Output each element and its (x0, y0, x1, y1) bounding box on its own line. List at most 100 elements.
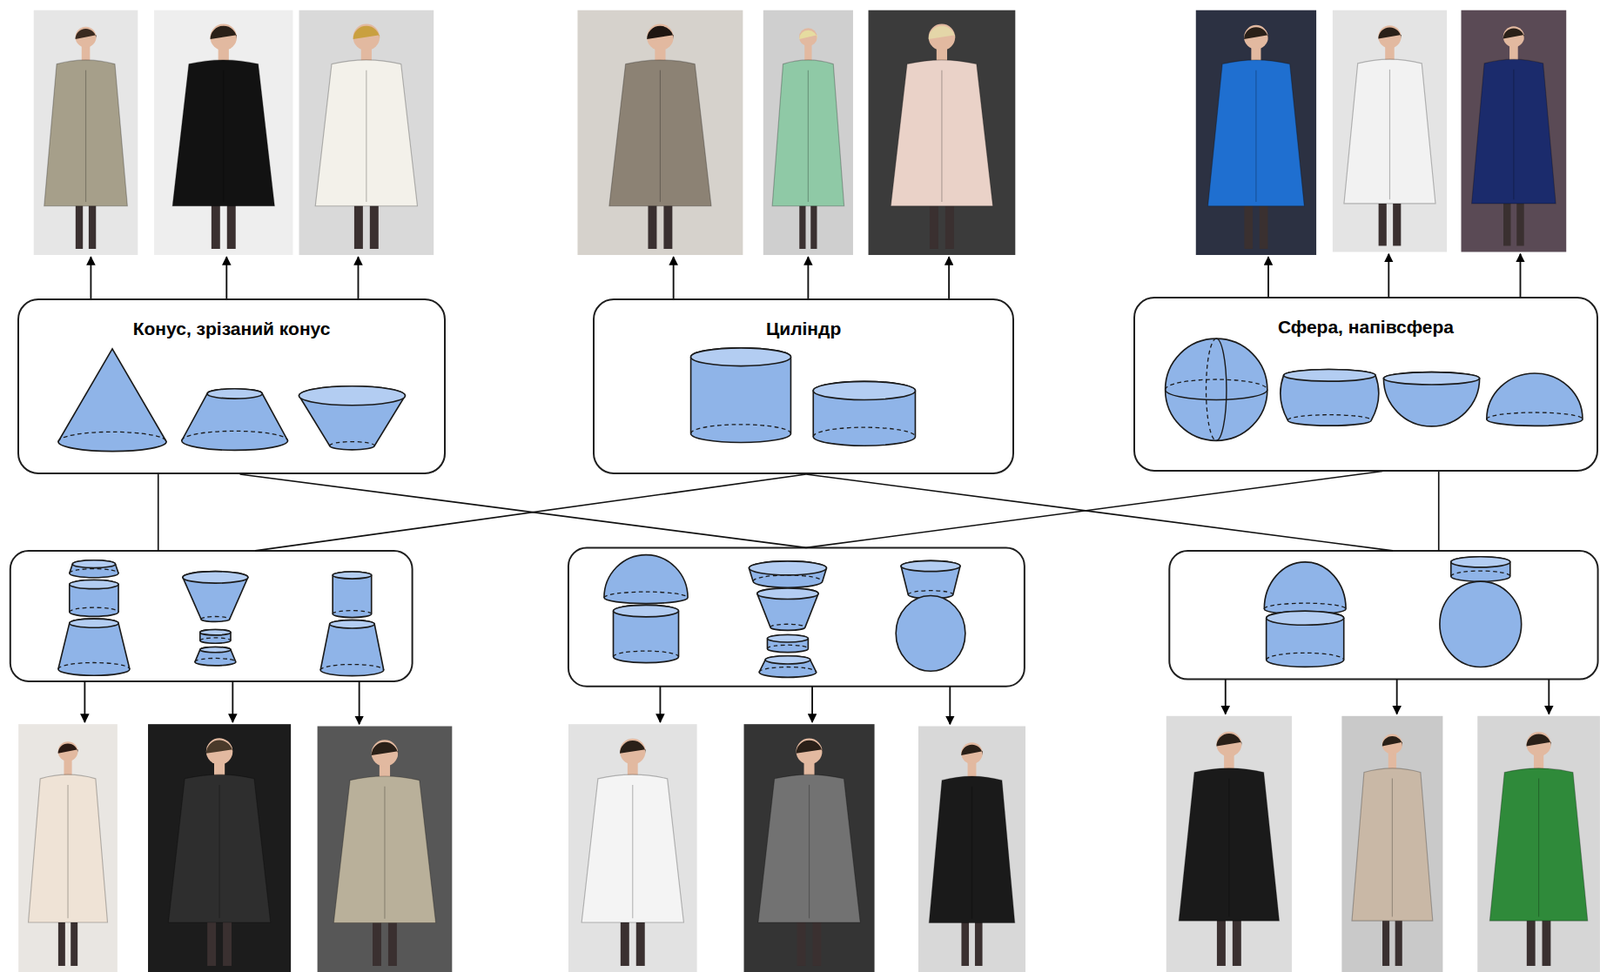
top-face (200, 646, 231, 653)
head (796, 739, 823, 766)
photo-background (1196, 10, 1317, 256)
top-face (1383, 372, 1479, 385)
leg (620, 921, 630, 967)
shape-combination (58, 555, 1522, 679)
coat-seam (383, 786, 385, 920)
head (353, 23, 380, 50)
relation-line (806, 471, 1383, 549)
head (619, 739, 646, 766)
head (1216, 732, 1242, 758)
fashion-photo (154, 10, 293, 256)
solid-body (813, 381, 915, 446)
coat (1489, 768, 1588, 922)
fashion-photo (18, 724, 118, 972)
coat (928, 776, 1015, 924)
hidden-edge (69, 607, 119, 612)
coat-seam (941, 70, 942, 202)
hidden-edge (69, 569, 119, 574)
solid-body (299, 386, 406, 451)
head (75, 26, 97, 48)
relation-line (157, 474, 160, 552)
coat (28, 774, 108, 923)
head (1503, 26, 1525, 48)
coat-seam (222, 70, 224, 202)
top-face (72, 560, 115, 569)
hidden-edge (1287, 415, 1372, 421)
example-arrow (1267, 256, 1270, 297)
head (1526, 732, 1552, 757)
leg (354, 203, 364, 249)
top-face (757, 588, 819, 600)
hemisphere (1263, 562, 1346, 615)
hidden-edge (752, 575, 823, 582)
leg (797, 921, 807, 967)
coat (1178, 768, 1279, 922)
hair (371, 742, 398, 756)
example-arrow (947, 256, 950, 299)
top-face (765, 656, 811, 665)
shape-group-box: Конус, зрізаний конус (17, 298, 446, 475)
hemisphere (604, 555, 688, 605)
solid-body (181, 389, 289, 451)
leg (1503, 201, 1511, 247)
coat-seam (67, 785, 68, 919)
solid-body (69, 560, 119, 579)
head (1243, 25, 1269, 50)
head (1378, 25, 1401, 48)
hidden-edge (320, 665, 384, 672)
hair (353, 26, 380, 40)
hidden-edge (58, 663, 130, 670)
solid-body (691, 348, 792, 444)
sphere (1165, 338, 1268, 441)
leg (207, 921, 216, 967)
hair (1526, 733, 1552, 747)
hidden-edge (194, 658, 236, 662)
hidden-edge (1263, 603, 1346, 610)
hidden-edge (201, 617, 230, 620)
hemisphere (1383, 372, 1479, 427)
coat (1344, 59, 1436, 204)
hidden-edge (770, 624, 806, 628)
example-arrow (948, 686, 951, 725)
photo-background (1461, 10, 1567, 253)
coat-seam (807, 70, 809, 202)
coat-seam (659, 70, 661, 202)
top-face (691, 348, 792, 367)
hair (1243, 26, 1269, 40)
hair (1216, 733, 1242, 747)
hair (206, 740, 233, 754)
fashion-photo (1332, 10, 1447, 253)
ellipsoid (1439, 581, 1522, 667)
top-face (182, 571, 249, 585)
leg (945, 203, 955, 249)
solid-body (182, 571, 249, 623)
photo-background (33, 10, 139, 256)
solid-body (1266, 611, 1345, 667)
example-arrow (89, 256, 92, 299)
top-face (1451, 557, 1511, 568)
coat-seam (971, 786, 973, 920)
fashion-photo (299, 10, 435, 256)
shape-group-box: Циліндр (592, 298, 1015, 475)
hair (799, 30, 818, 40)
coat-seam (1538, 779, 1540, 918)
fashion-photo (744, 724, 875, 972)
fashion-photo (33, 10, 139, 256)
top-face (299, 386, 406, 406)
example-arrow (1224, 679, 1227, 715)
top-face (332, 571, 372, 579)
combination-box (568, 547, 1025, 686)
meridian (1216, 338, 1227, 441)
example-arrow (672, 256, 675, 299)
hidden-edge (1205, 338, 1217, 441)
top-face (748, 561, 827, 576)
coat (315, 60, 417, 207)
photo-background (147, 724, 291, 972)
hidden-edge (1266, 652, 1345, 660)
coat (581, 774, 684, 923)
hidden-edge (181, 430, 289, 441)
leg (58, 921, 66, 967)
leg (211, 203, 221, 249)
fashion-photo (1341, 716, 1443, 972)
